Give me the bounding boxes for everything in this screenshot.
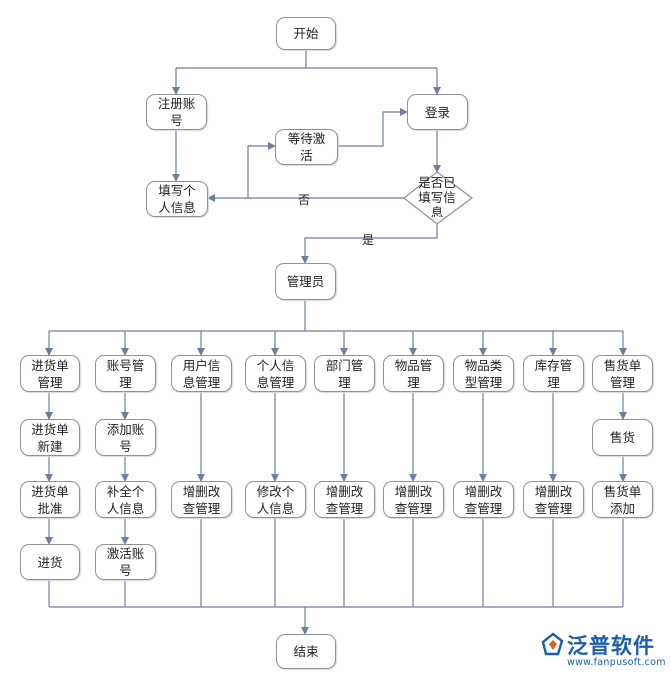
admin-node: 管理员: [275, 263, 336, 300]
decision-diamond: [403, 171, 474, 225]
crud-inventory-node: 增删改 查管理: [523, 481, 584, 518]
stock-in-mgmt-node: 进货单 管理: [20, 355, 80, 392]
item-type-mgmt-node: 物品类 型管理: [453, 355, 514, 392]
end-node: 结束: [276, 634, 336, 669]
fanpusoft-logo: 泛普软件 www.fanpusoft.com: [540, 630, 665, 670]
account-mgmt-node: 账号管 理: [95, 355, 156, 392]
sales-mgmt-node: 售货单 管理: [592, 355, 653, 392]
edge-label-no: 否: [298, 193, 311, 207]
complete-info-node: 补全个 人信息: [95, 481, 156, 518]
crud-item-node: 增删改 查管理: [383, 481, 444, 518]
start-node: 开始: [276, 17, 336, 50]
crud-user-node: 增删改 查管理: [171, 481, 232, 518]
fill-info-node: 填写个 人信息: [146, 181, 208, 217]
item-mgmt-node: 物品管 理: [383, 355, 444, 392]
user-info-mgmt-node: 用户信 息管理: [171, 355, 232, 392]
add-sales-node: 售货单 添加: [592, 481, 653, 518]
stock-in-node: 进货: [20, 544, 80, 580]
wait-activate-node: 等待激 活: [275, 129, 338, 165]
edge-label-yes: 是: [362, 233, 375, 247]
modify-personal-node: 修改个 人信息: [245, 481, 306, 518]
sell-node: 售货: [592, 419, 653, 456]
activate-account-node: 激活账 号: [95, 544, 156, 580]
add-account-node: 添加账 号: [95, 419, 156, 456]
logo-brand-text: 泛普软件: [567, 634, 655, 658]
crud-item-type-node: 增删改 查管理: [453, 481, 514, 518]
stock-in-new-node: 进货单 新建: [20, 419, 80, 456]
inventory-mgmt-node: 库存管 理: [523, 355, 584, 392]
logo-mark-icon: [541, 632, 564, 656]
decision-text: 是否已 填写信 息: [418, 175, 456, 217]
dept-mgmt-node: 部门管 理: [314, 355, 375, 392]
register-node: 注册账 号: [146, 94, 207, 130]
personal-info-mgmt-node: 个人信 息管理: [245, 355, 306, 392]
stock-in-approve-node: 进货单 批准: [20, 481, 80, 518]
crud-dept-node: 增删改 查管理: [314, 481, 375, 518]
logo-url-text: www.fanpusoft.com: [567, 657, 666, 668]
login-node: 登录: [407, 94, 468, 130]
